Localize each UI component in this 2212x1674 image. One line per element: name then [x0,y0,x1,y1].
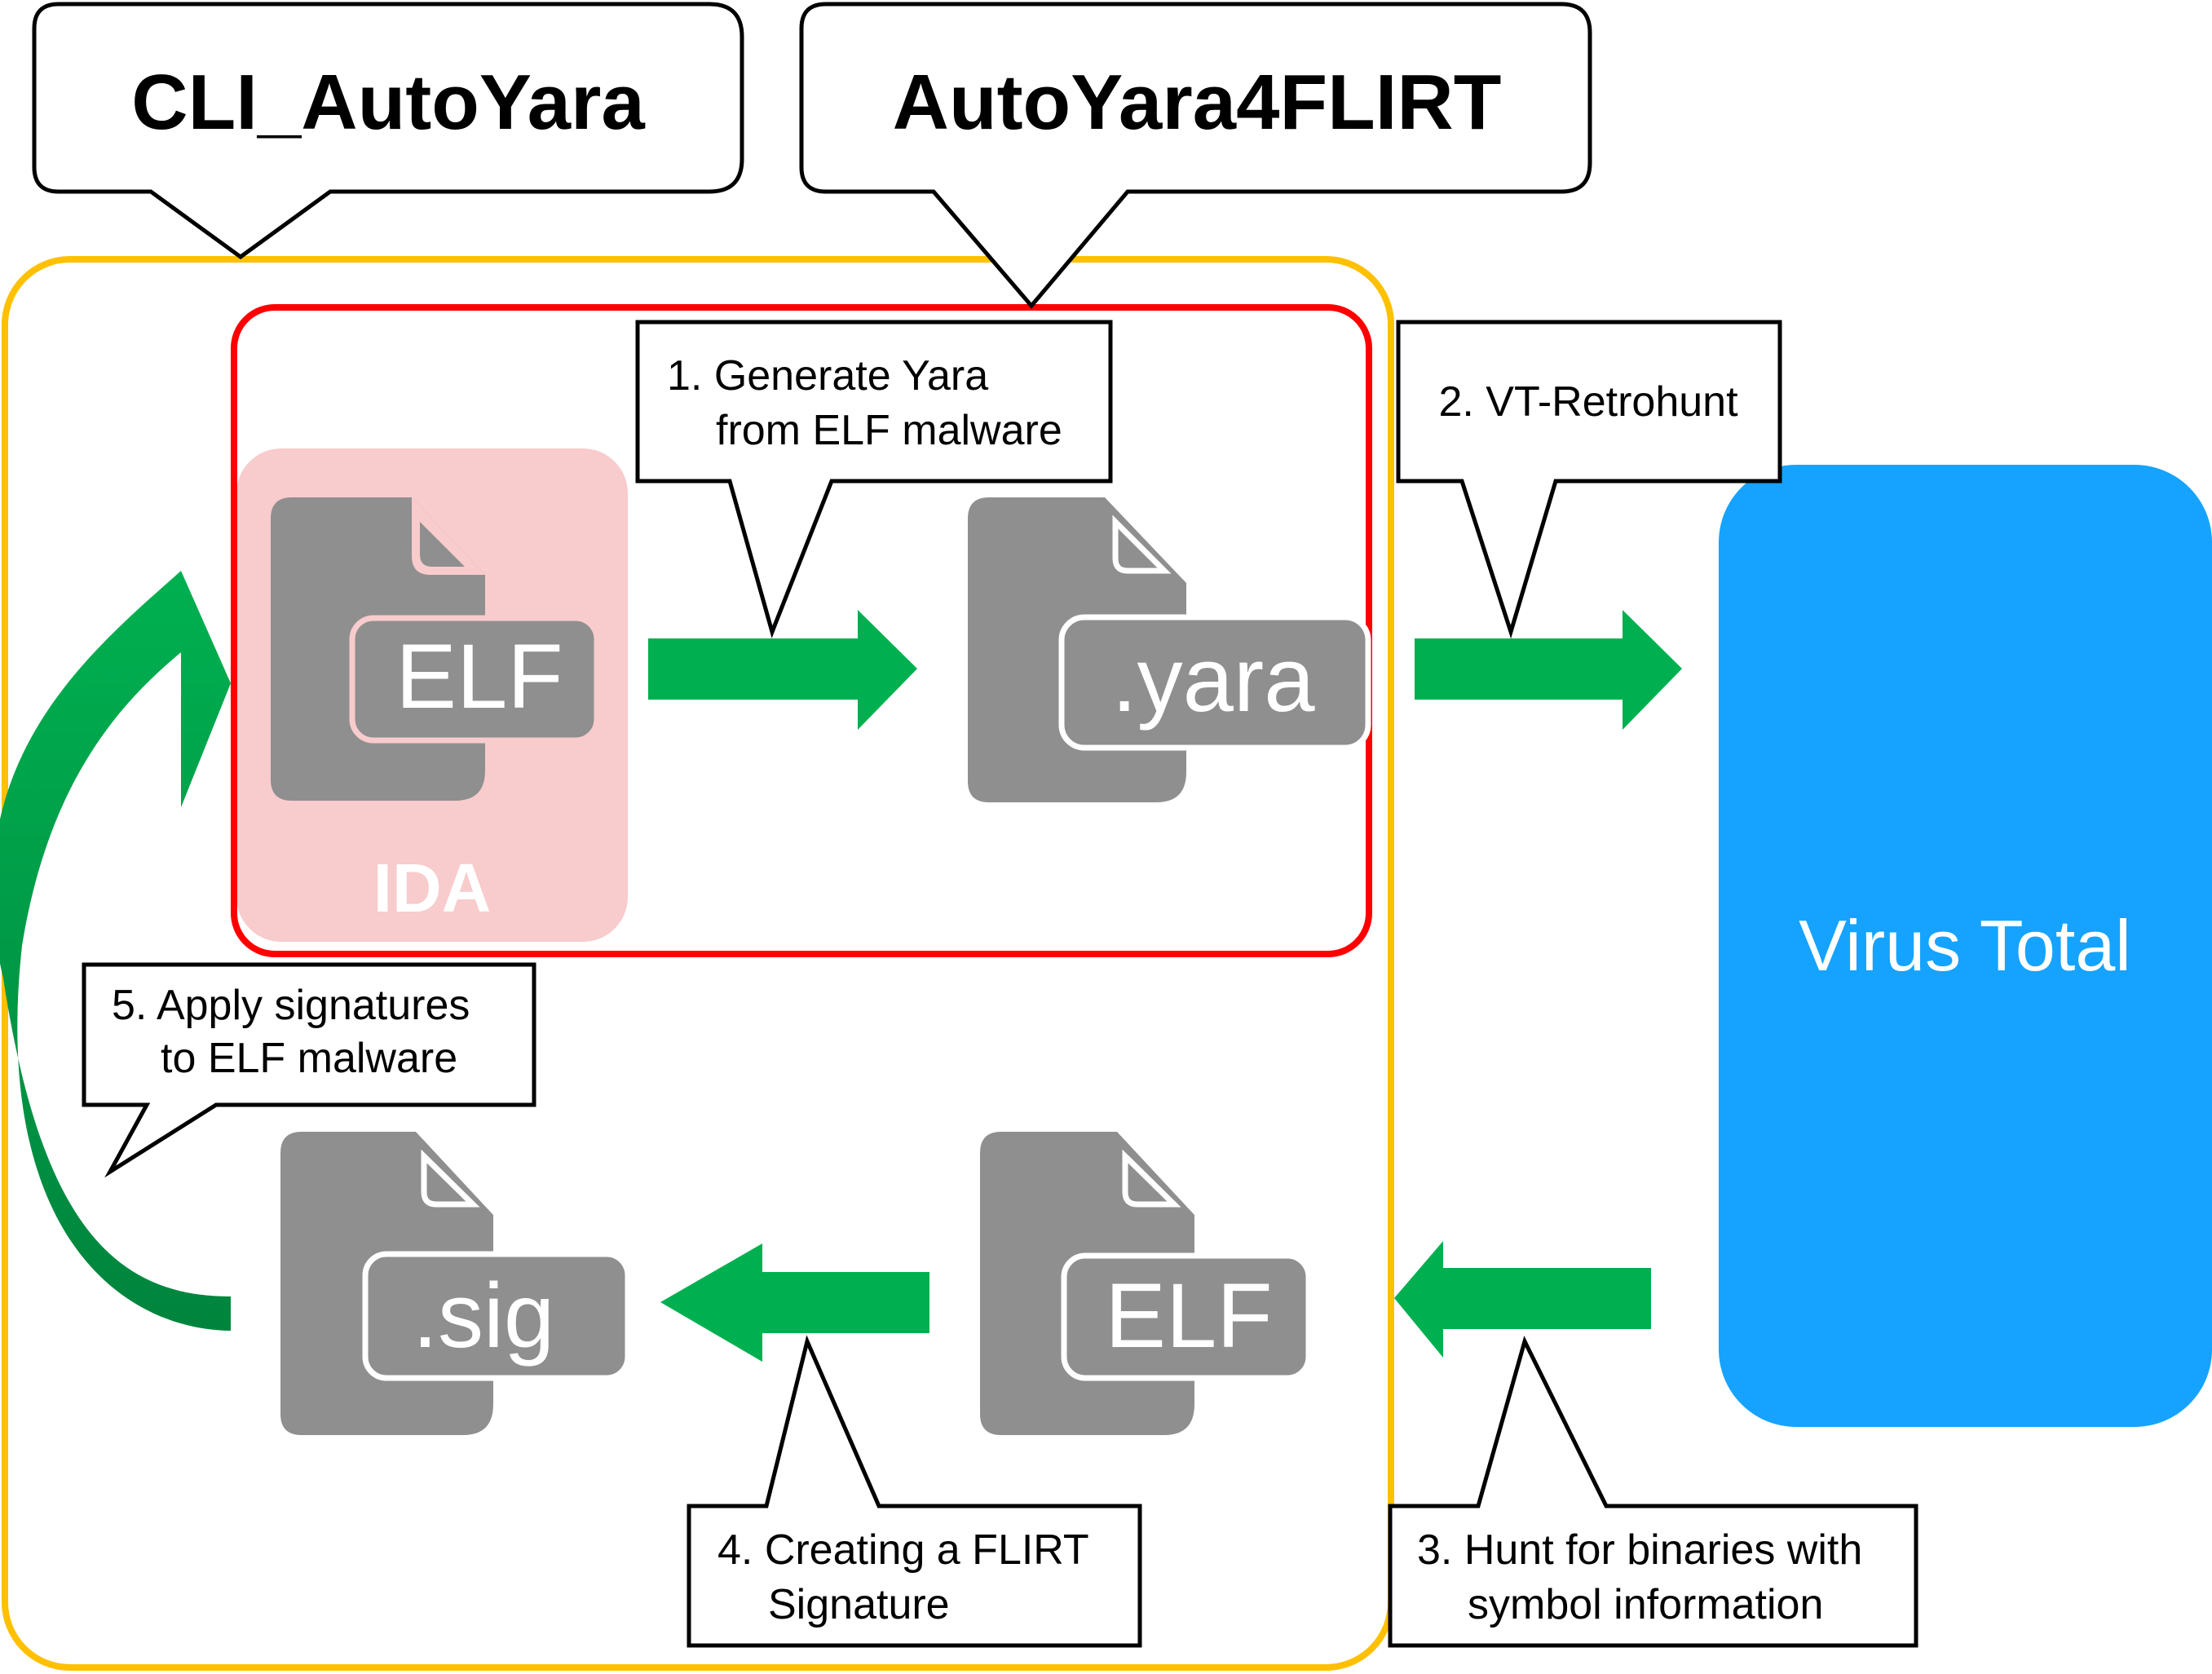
arrow-yara-to-virustotal [1415,610,1682,730]
step2-line1: 2. VT-Retrohunt [1438,378,1738,426]
cli-autoyara-callout: CLI_AutoYara [32,2,744,260]
autoyara4flirt-callout: AutoYara4FLIRT [799,2,1592,309]
step4-callout: 4. Creating a FLIRT Signature [687,1335,1142,1648]
step3-callout: 3. Hunt for binaries with symbol informa… [1388,1336,1918,1648]
step2-callout: 2. VT-Retrohunt [1396,320,1782,639]
arrow-sig-to-ida [0,571,231,1331]
elf-hunted-label: ELF [1105,1265,1272,1367]
step1-line2: from ELF malware [716,407,1062,454]
step1-line1: 1. Generate Yara [667,352,988,400]
cli-autoyara-title: CLI_AutoYara [131,59,645,146]
svg-text:3. Hunt for binaries with: 3. Hunt for binaries with symbol informa… [1417,1526,1874,1628]
yara-file-icon: .yara [968,497,1371,802]
svg-text:4. Creating a FLIRT Sign: 4. Creating a FLIRT Signature [717,1526,1100,1628]
elf-input-file-icon: ELF [271,497,600,801]
ida-label: IDA [373,850,492,926]
elf-input-label: ELF [395,625,563,727]
step5-callout: 5. Apply signatures to ELF malware [82,962,536,1178]
elf-hunted-file-icon: ELF [980,1132,1312,1435]
sig-label: .sig [413,1265,554,1367]
step3-line1: 3. Hunt for binaries with [1417,1526,1862,1574]
step1-callout: 1. Generate Yara from ELF malware [635,320,1113,638]
step4-line1: 4. Creating a FLIRT [717,1526,1088,1574]
arrow-virustotal-to-elf [1394,1241,1651,1358]
arrow-elf-to-sig [660,1243,929,1362]
step4-line2: Signature [768,1581,950,1628]
sig-file-icon: .sig [280,1132,631,1435]
svg-text:1. Generate Yara from EL: 1. Generate Yara from ELF malware [667,352,1062,454]
step5-line2: to ELF malware [161,1035,457,1082]
step3-line2: symbol information [1468,1581,1823,1628]
yara-label: .yara [1112,629,1316,731]
step5-line1: 5. Apply signatures [112,982,470,1029]
autoyara4flirt-title: AutoYara4FLIRT [893,59,1502,146]
virustotal-label: Virus Total [1799,905,2131,986]
svg-text:5. Apply signatures to E: 5. Apply signatures to ELF malware [112,982,482,1082]
arrow-elf-to-yara [648,610,917,730]
virustotal-block: Virus Total [1719,465,2212,1427]
